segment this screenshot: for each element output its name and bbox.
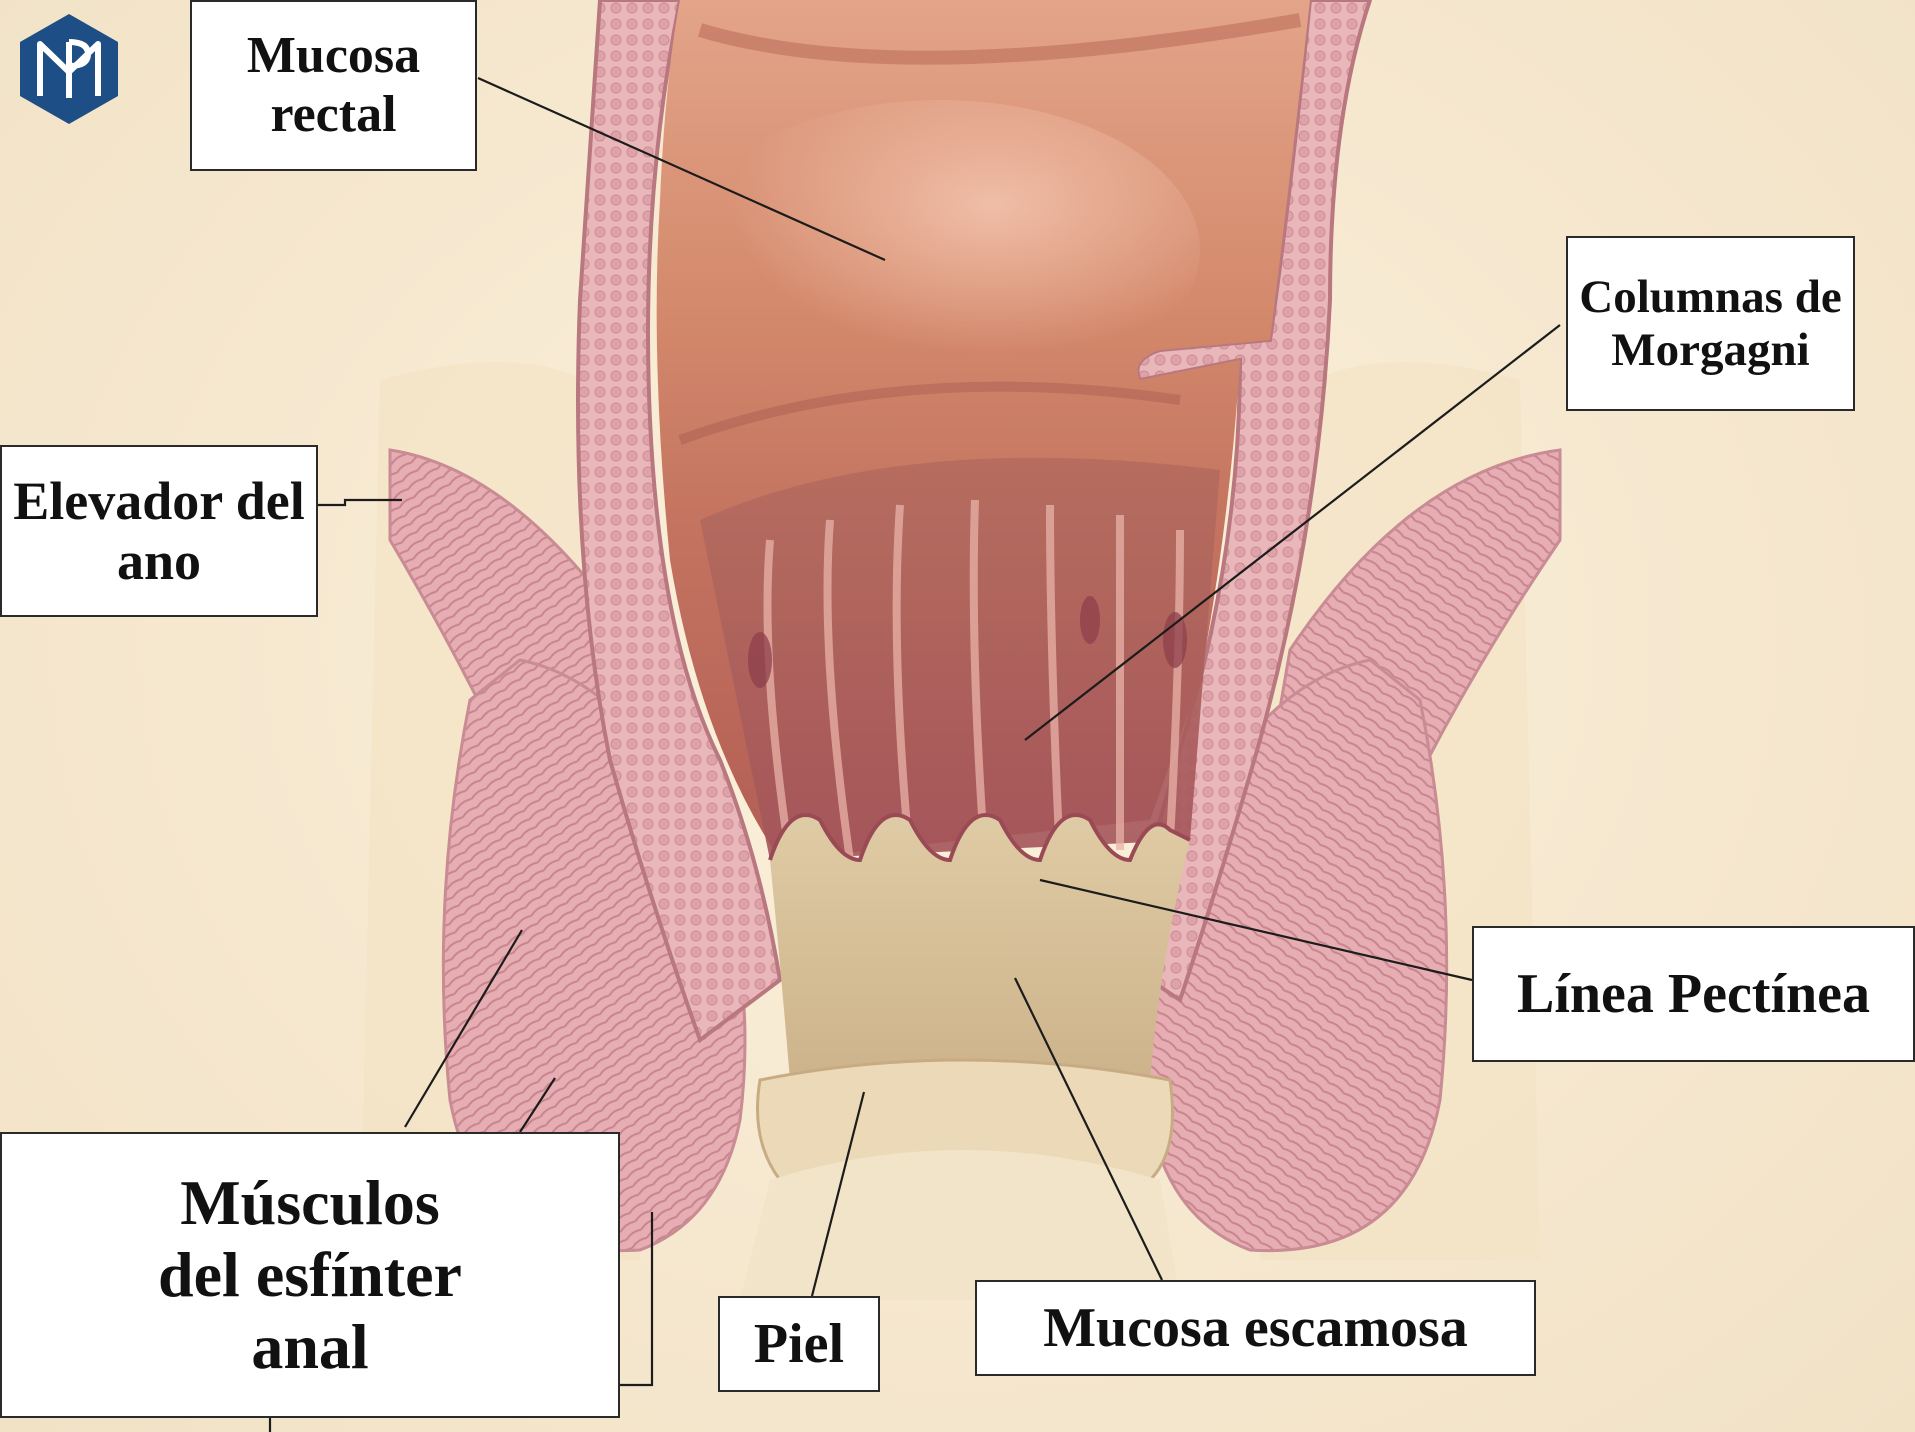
label-piel: Piel [718, 1296, 880, 1392]
label-piel-text: Piel [754, 1313, 844, 1376]
squamous-mucosa-area [770, 815, 1190, 1080]
label-columnas-morgagni: Columnas de Morgagni [1566, 236, 1855, 411]
label-mucosa-rectal-text: Mucosa rectal [202, 27, 465, 143]
label-mucosa-rectal: Mucosa rectal [190, 0, 477, 171]
label-linea-pectinea-text: Línea Pectínea [1517, 963, 1870, 1026]
label-elevador-ano: Elevador del ano [0, 445, 318, 617]
label-elevador-ano-text: Elevador del ano [12, 471, 306, 592]
label-mucosa-escamosa-text: Mucosa escamosa [1043, 1297, 1468, 1360]
label-musculos-esfinter: Músculos del esfínter anal [0, 1132, 620, 1418]
label-musculos-esfinter-text: Músculos del esfínter anal [152, 1167, 468, 1382]
medical-logo-icon [12, 12, 126, 126]
label-mucosa-escamosa: Mucosa escamosa [975, 1280, 1536, 1376]
label-linea-pectinea: Línea Pectínea [1472, 926, 1915, 1062]
label-columnas-morgagni-text: Columnas de Morgagni [1576, 271, 1845, 376]
